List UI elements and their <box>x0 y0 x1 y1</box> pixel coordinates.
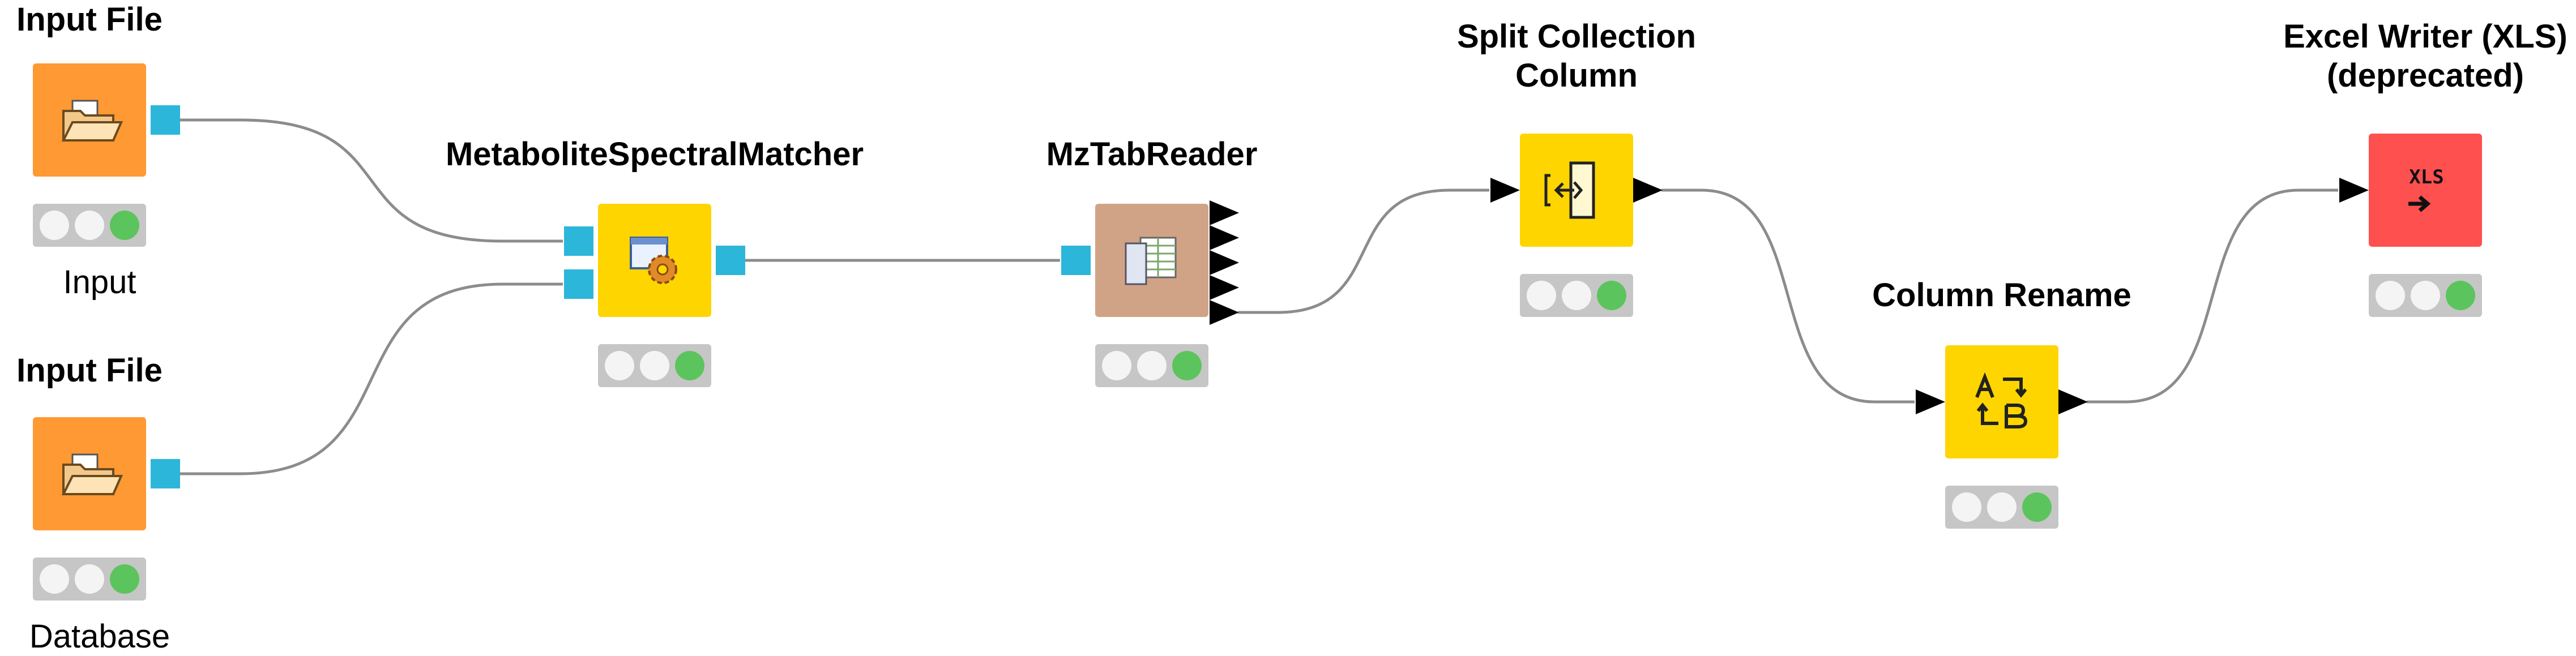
connection-edge[interactable] <box>2087 188 2338 404</box>
status-light <box>1137 351 1167 380</box>
rename-ab-icon <box>1975 372 2028 428</box>
status-light <box>1987 492 2017 522</box>
status-light <box>640 351 669 380</box>
open-folder-icon <box>61 453 123 495</box>
uri-table-icon <box>1125 237 1177 285</box>
database-port[interactable] <box>564 269 593 299</box>
database-port[interactable] <box>716 246 745 275</box>
status-light <box>1527 281 1556 310</box>
node-reader[interactable] <box>1061 200 1239 387</box>
status-light <box>675 351 704 380</box>
node-title-reader: MzTabReader <box>1046 136 1258 173</box>
status-light <box>2376 281 2405 310</box>
node-title-input1: Input File <box>16 1 163 38</box>
status-light <box>110 211 139 240</box>
status-indicator <box>598 344 711 387</box>
status-light <box>110 564 139 594</box>
xls-arrow-icon: XLS <box>2408 166 2444 212</box>
window-gear-icon <box>630 237 677 284</box>
database-port[interactable] <box>1061 246 1091 275</box>
data-port[interactable] <box>1210 300 1239 325</box>
status-light <box>1597 281 1626 310</box>
status-light <box>605 351 634 380</box>
status-light <box>1952 492 1981 522</box>
status-light <box>40 211 69 240</box>
open-folder-icon <box>61 100 123 142</box>
node-input2[interactable] <box>33 417 180 601</box>
database-port[interactable] <box>151 459 180 488</box>
node-body[interactable] <box>1945 345 2058 458</box>
data-port[interactable] <box>1210 250 1239 275</box>
xls-icon-text: XLS <box>2409 166 2443 188</box>
connection-edge[interactable] <box>180 118 563 243</box>
node-split[interactable] <box>1490 134 1663 317</box>
node-title-line: Split Collection <box>1456 18 1697 55</box>
database-port[interactable] <box>151 105 180 135</box>
connection-edge[interactable] <box>180 282 563 475</box>
connection-edge[interactable] <box>1238 188 1489 314</box>
node-title-rename: Column Rename <box>1872 277 2131 314</box>
data-port[interactable] <box>1210 225 1239 250</box>
node-title-excel: Excel Writer (XLS)(deprecated) <box>2086 17 2576 95</box>
status-light <box>75 211 104 240</box>
node-title-input2: Input File <box>16 352 163 389</box>
status-light <box>1562 281 1591 310</box>
data-port[interactable] <box>2339 178 2369 203</box>
status-indicator <box>1945 486 2058 529</box>
node-matcher[interactable] <box>564 204 745 387</box>
node-annotation-input2[interactable]: Database <box>29 618 170 655</box>
status-light <box>1172 351 1202 380</box>
data-port[interactable] <box>1633 178 1663 203</box>
node-input1[interactable] <box>33 63 180 247</box>
node-title-line: Column <box>1515 57 1638 94</box>
status-light <box>2022 492 2052 522</box>
status-light <box>2446 281 2475 310</box>
node-annotation-input1[interactable]: Input <box>63 264 136 301</box>
node-body[interactable] <box>2369 134 2482 247</box>
status-light <box>75 564 104 594</box>
split-column-icon <box>1544 161 1595 219</box>
data-port[interactable] <box>1490 178 1520 203</box>
data-port[interactable] <box>1916 389 1945 414</box>
status-indicator <box>33 204 146 247</box>
data-port[interactable] <box>1210 275 1239 300</box>
connection-layer <box>180 118 2338 475</box>
node-layer: XLS <box>33 63 2482 601</box>
status-light <box>1102 351 1131 380</box>
status-light <box>40 564 69 594</box>
connection-edge[interactable] <box>1661 188 1915 404</box>
node-title-line: (deprecated) <box>2326 57 2524 94</box>
status-indicator <box>2369 274 2482 317</box>
status-indicator <box>1520 274 1633 317</box>
node-title-matcher: MetaboliteSpectralMatcher <box>445 136 864 173</box>
database-port[interactable] <box>564 226 593 256</box>
node-rename[interactable] <box>1916 345 2088 529</box>
status-indicator <box>1095 344 1208 387</box>
status-light <box>2411 281 2440 310</box>
status-indicator <box>33 558 146 601</box>
node-excel[interactable]: XLS <box>2339 134 2482 317</box>
data-port[interactable] <box>1210 200 1239 225</box>
node-title-line: Excel Writer (XLS) <box>2283 18 2568 55</box>
data-port[interactable] <box>2058 389 2088 414</box>
